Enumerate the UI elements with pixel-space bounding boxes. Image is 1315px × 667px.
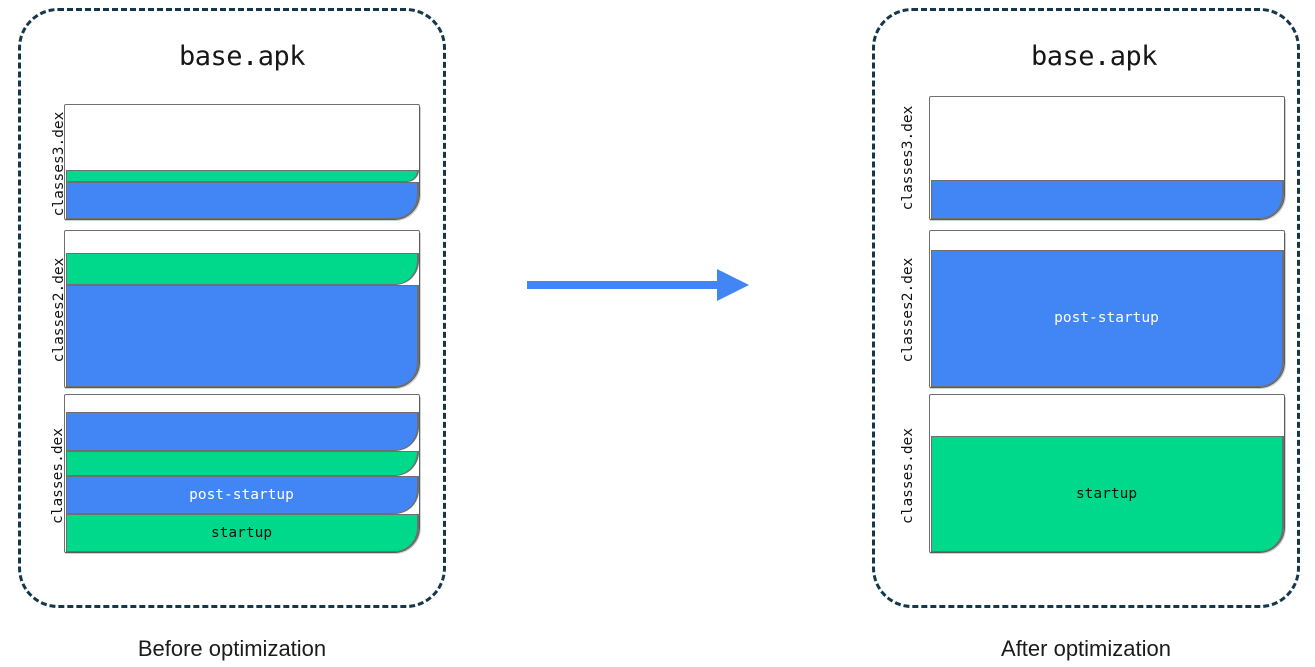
dex-segments [65,232,419,387]
dex-label-after-classes: classes.dex [900,427,916,525]
dex-segment-empty [66,396,419,413]
caption-after-optimization: After optimization [1001,636,1171,661]
dex-label-after-classes3: classes3.dex [900,105,916,211]
dex-segment-post-startup [930,180,1284,219]
dex-segment-post-startup-labeled: post-startup [930,250,1284,387]
dex-segment-empty [66,106,419,170]
dex-segment-startup-labeled: startup [930,435,1284,552]
dex-block-before-classes3 [64,104,421,221]
dex-segment-startup [65,252,419,285]
dex-segment-post-startup [65,284,419,387]
apk-title-after: base.apk [1030,41,1158,72]
dex-segment-startup [65,450,419,476]
dex-block-after-classes3 [929,96,1286,221]
dex-block-before-classes2 [64,230,421,389]
caption-before-optimization: Before optimization [137,636,327,661]
dex-block-after-classes2: post-startup [929,230,1286,389]
dex-segment-post-startup [65,182,419,219]
dex-segments: post-startup [930,232,1284,387]
dex-block-after-classes: startup [929,394,1286,554]
dex-segment-empty [66,232,419,253]
apk-title-before: base.apk [178,41,306,72]
dex-segment-startup-labeled: startup [65,514,419,552]
dex-segment-empty [931,232,1284,251]
dex-segment-post-startup-labeled: post-startup [65,475,419,515]
dex-segment-empty [931,396,1284,436]
dex-segments [930,98,1284,219]
dex-segment-post-startup [65,412,419,451]
dex-segments: post-startup startup [65,396,419,552]
dex-segments: startup [930,396,1284,552]
dex-segment-startup [65,169,419,183]
dex-segments [65,106,419,219]
right-arrow-icon [527,262,749,308]
dex-block-before-classes: post-startup startup [64,394,421,554]
dex-label-after-classes2: classes2.dex [900,257,916,363]
dex-segment-empty [931,98,1284,181]
